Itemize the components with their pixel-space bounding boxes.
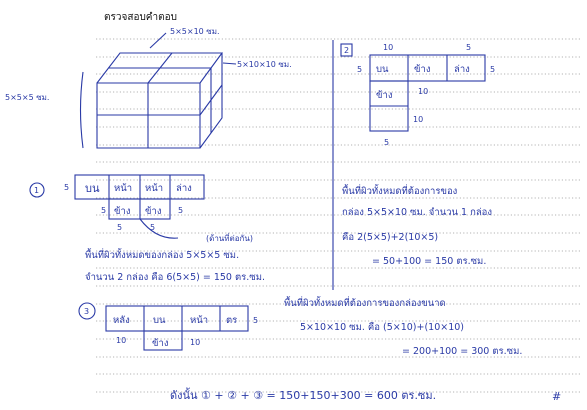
part3-net — [105, 305, 249, 351]
part2-line-2: กล่อง 5×5×10 ซม. จำนวน 1 กล่อง — [342, 207, 492, 218]
part2-dim-3: 5 — [357, 65, 362, 74]
part1-marker: 1 — [34, 186, 39, 195]
part3-line-1: พื้นที่ผิวทั้งหมดที่ต้องการของกล่องขนาด — [284, 296, 446, 309]
part1-cell-2: หน้า — [114, 183, 132, 194]
part2-line-4: = 50+100 = 150 ตร.ซม. — [372, 256, 486, 267]
part3-cell-1: หลัง — [113, 315, 130, 326]
part2-cell-3: ล่าง — [454, 64, 470, 75]
part1-dim-2: 5 — [101, 206, 106, 215]
part2-dim-4: 5 — [490, 65, 495, 74]
part2-cell-1: บน — [376, 64, 389, 75]
part3-cell-4: ตร — [226, 315, 237, 326]
part1-line-1: พื้นที่ผิวทั้งหมดของกล่อง 5×5×5 ซม. — [85, 248, 239, 261]
part1-cell-1: บน — [85, 182, 100, 195]
part3-dim-2: 5 — [253, 316, 258, 325]
total-line: ดังนั้น ① + ② + ③ = 150+150+300 = 600 ตร… — [170, 387, 436, 402]
part2-dim-1: 10 — [383, 43, 393, 52]
part1-dim-5: 5 — [150, 223, 155, 232]
end-mark: # — [552, 390, 561, 403]
box-top-label: 5×5×10 ซม. — [170, 27, 220, 36]
part2-net — [369, 54, 486, 132]
part2-line-3: คือ 2(5×5)+2(10×5) — [342, 232, 438, 243]
part1-cell-4: ล่าง — [176, 183, 192, 194]
part1-cell-3: หน้า — [145, 183, 163, 194]
part1-cell-6: ข้าง — [145, 206, 161, 217]
part3-marker-circle — [78, 302, 96, 320]
part3-dim-3: 10 — [190, 338, 200, 347]
part3-line-2: 5×10×10 ซม. คือ (5×10)+(10×10) — [300, 322, 464, 333]
part3-cell-5: ข้าง — [152, 338, 168, 349]
part1-line-2: จำนวน 2 กล่อง คือ 6(5×5) = 150 ตร.ซม. — [85, 272, 265, 283]
part3-dim-1: 10 — [116, 336, 126, 345]
part3-marker: 3 — [84, 307, 89, 316]
part2-dim-5: 10 — [418, 87, 428, 96]
part1-dim-3: 5 — [178, 206, 183, 215]
part2-marker: 2 — [344, 46, 349, 55]
part1-cell-5: ข้าง — [114, 206, 130, 217]
box-right-label: 5×10×10 ซม. — [237, 60, 292, 69]
part1-net — [74, 174, 205, 220]
part2-marker-box — [340, 43, 353, 57]
part2-dim-6: 10 — [413, 115, 423, 124]
part1-marker-circle — [29, 182, 45, 198]
part2-cell-2: ข้าง — [414, 64, 430, 75]
part2-line-1: พื้นที่ผิวทั้งหมดที่ต้องการของ — [342, 184, 457, 197]
part3-line-3: = 200+100 = 300 ตร.ซม. — [402, 346, 522, 357]
ruled-lines — [96, 38, 580, 393]
part3-cell-3: หน้า — [190, 315, 208, 326]
part2-cell-4: ข้าง — [376, 90, 392, 101]
part3-cell-2: บน — [153, 315, 166, 326]
page-title: ตรวจสอบคำตอบ — [104, 12, 177, 23]
part1-dim-1: 5 — [64, 183, 69, 192]
part2-dim-7: 5 — [384, 138, 389, 147]
part1-dim-4: 5 — [117, 223, 122, 232]
box-left-label: 5×5×5 ซม. — [5, 93, 49, 102]
part2-dim-2: 5 — [466, 43, 471, 52]
box-sketch — [79, 32, 237, 149]
part1-bracket-note: (ด้านที่ต่อกัน) — [206, 232, 253, 243]
